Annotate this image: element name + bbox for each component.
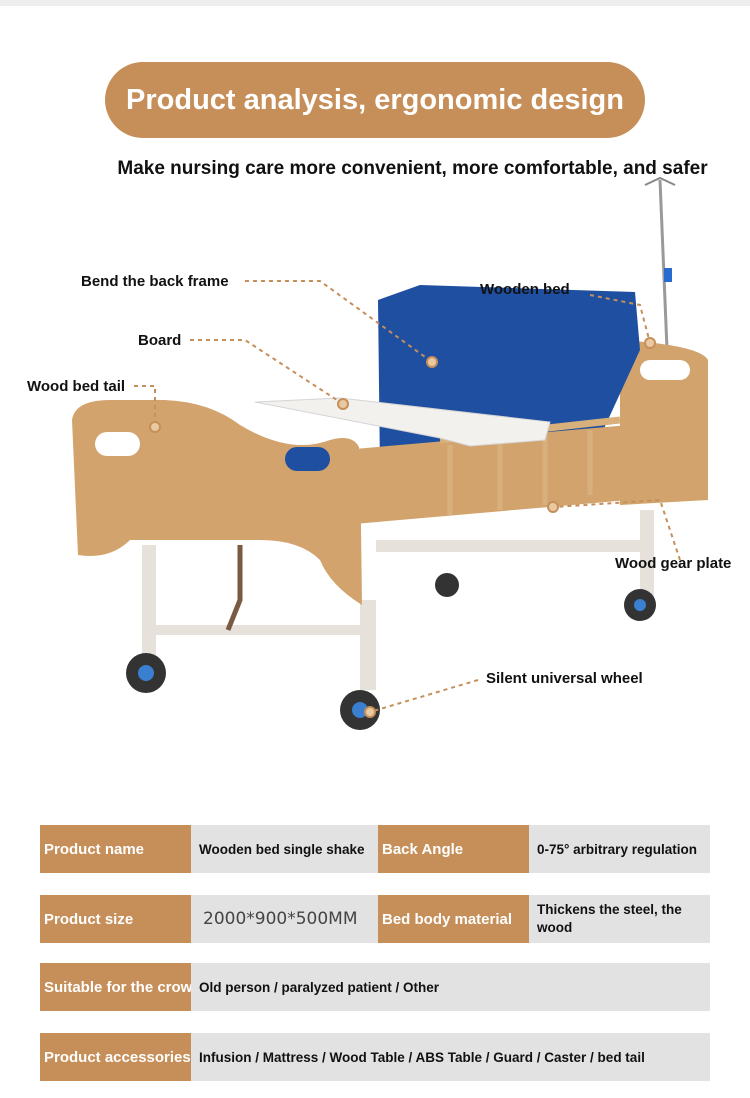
- subtitle: Make nursing care more convenient, more …: [117, 158, 708, 179]
- callout-board: Board: [138, 332, 182, 349]
- spec-key: Product accessories: [40, 1033, 191, 1081]
- spec-value: Old person / paralyzed patient / Other: [191, 963, 710, 1011]
- page-title: Product analysis, ergonomic design: [105, 62, 645, 138]
- spec-value: Thickens the steel, the wood: [529, 895, 710, 943]
- callout-gear-plate: Wood gear plate: [615, 555, 732, 572]
- callout-bed-tail: Wood bed tail: [27, 378, 126, 395]
- callout-wheel: Silent universal wheel: [486, 670, 643, 687]
- top-bar: [0, 0, 750, 6]
- spec-key: Product name: [40, 825, 191, 873]
- spec-value: Infusion / Mattress / Wood Table / ABS T…: [191, 1033, 710, 1081]
- spec-key: Product size: [40, 895, 191, 943]
- spec-key: Suitable for the crowd: [40, 963, 191, 1011]
- spec-value: Wooden bed single shake: [191, 825, 378, 873]
- hospital-bed-image: [72, 176, 708, 730]
- callout-back-frame: Bend the back frame: [81, 273, 229, 290]
- spec-key: Bed body material: [378, 895, 529, 943]
- spec-value: 2000*900*500MM: [191, 895, 378, 943]
- spec-key: Back Angle: [378, 825, 529, 873]
- spec-value: 0-75° arbitrary regulation: [529, 825, 710, 873]
- callout-wooden-bed: Wooden bed: [480, 281, 570, 298]
